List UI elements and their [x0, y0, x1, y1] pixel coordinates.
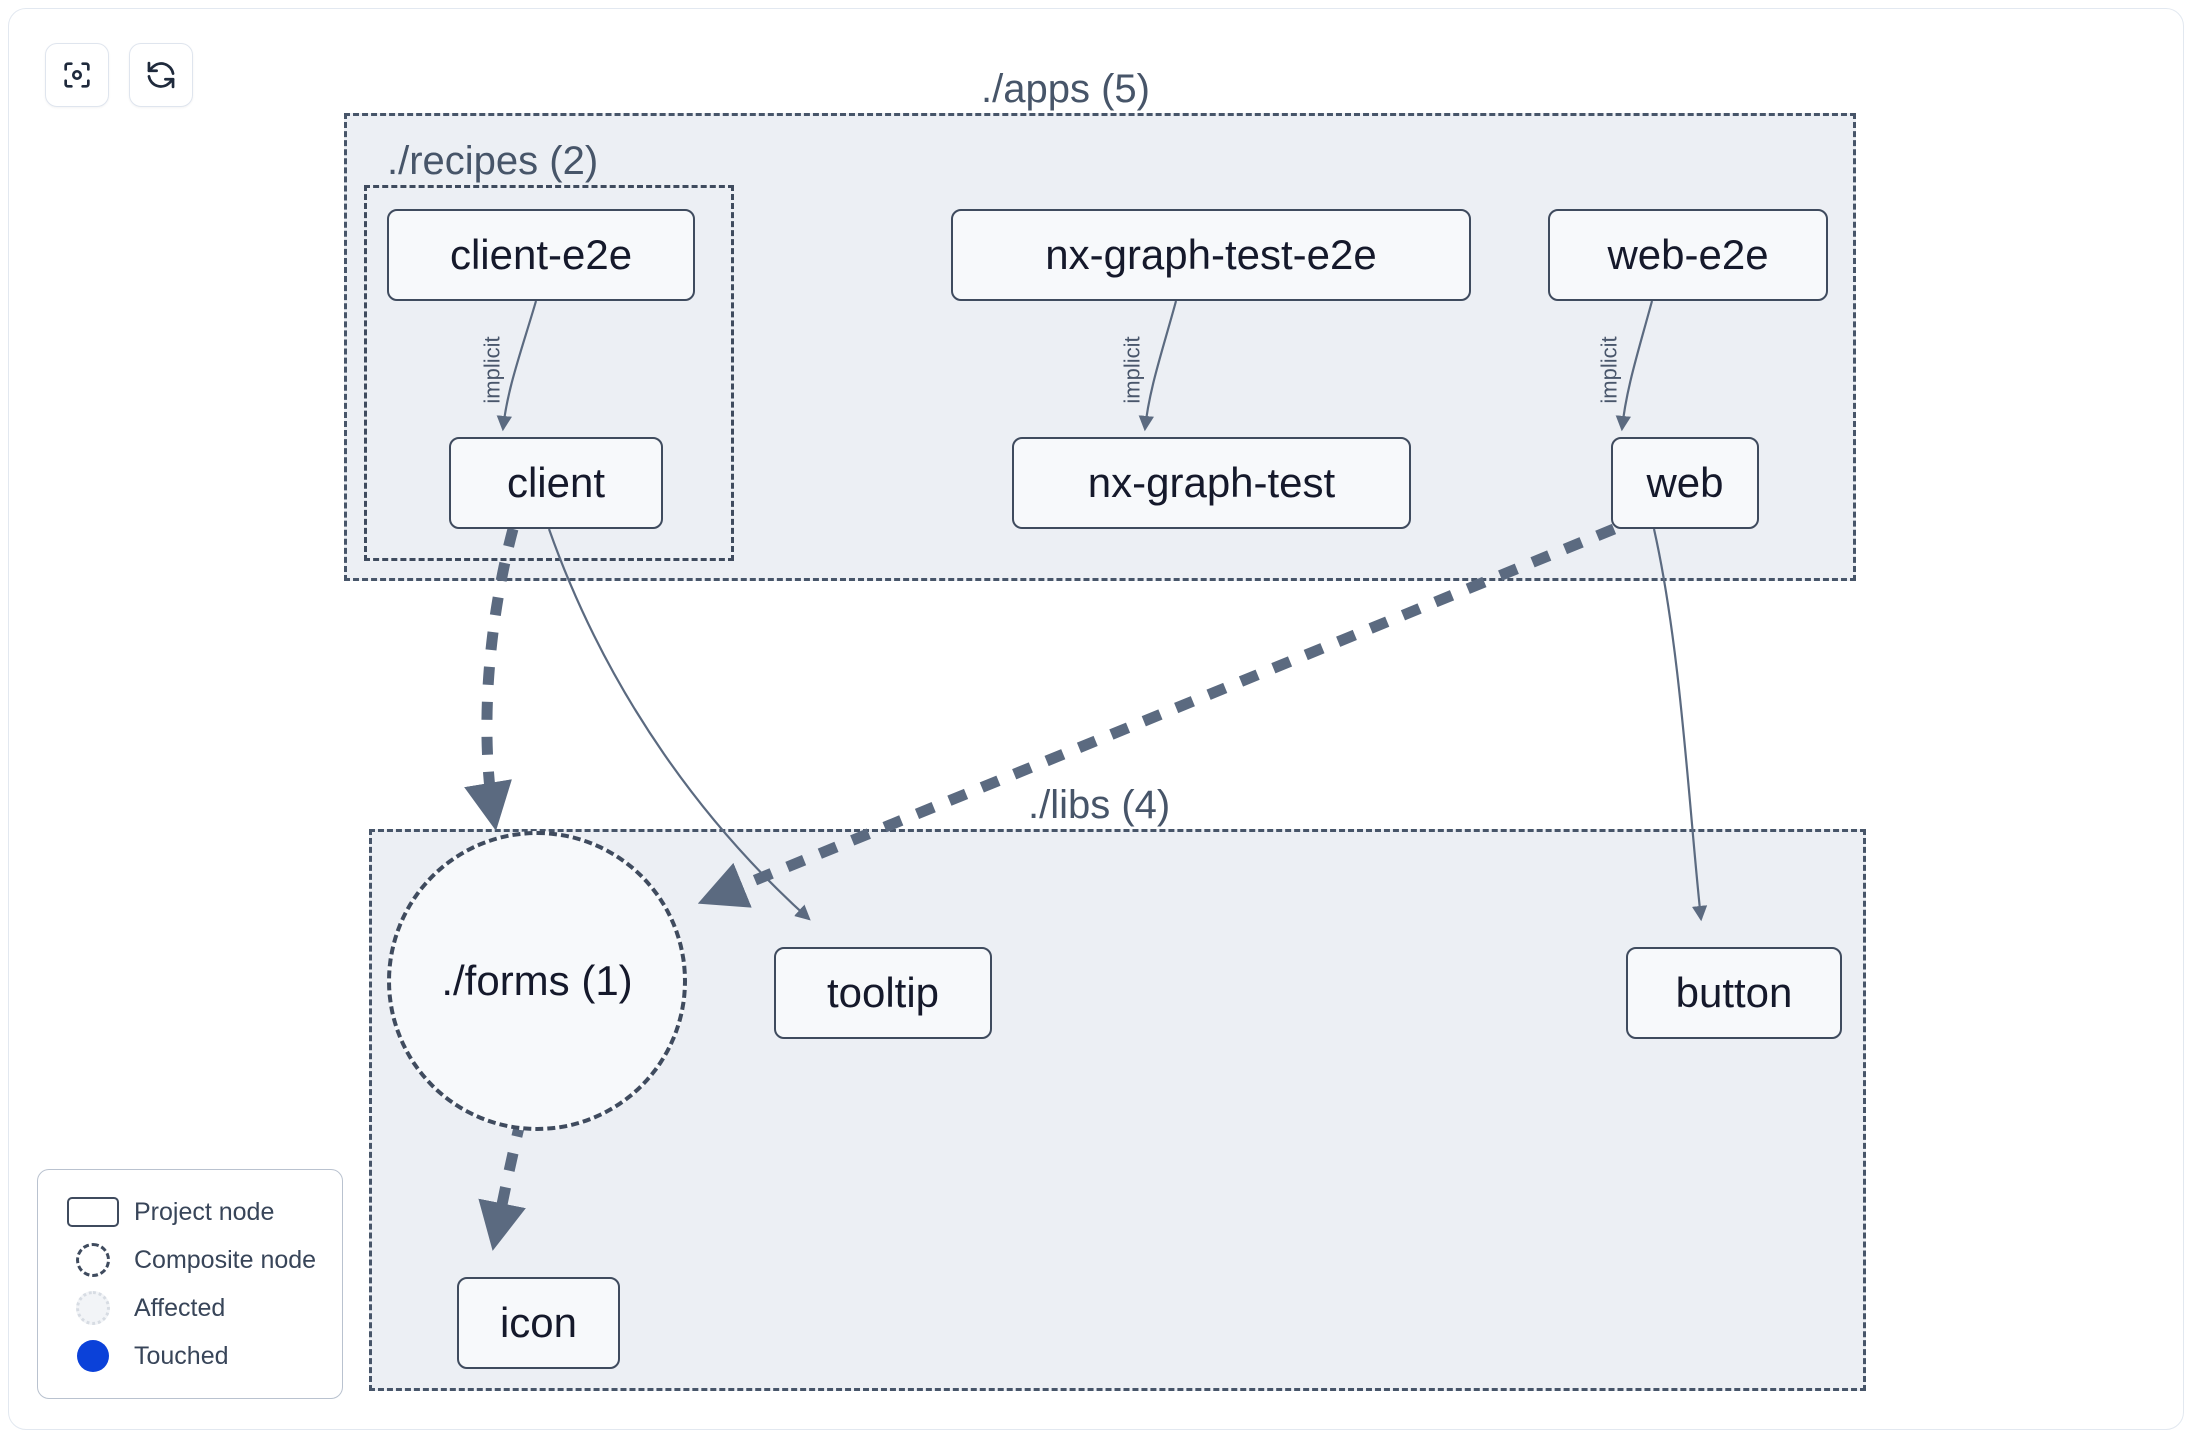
node-button[interactable]: button [1626, 947, 1842, 1039]
refresh-graph-button[interactable] [129, 43, 193, 107]
composite-node-icon [60, 1243, 126, 1277]
project-graph[interactable]: ./apps (5) ./recipes (2) ./libs (4) [9, 9, 2183, 1429]
focus-icon [60, 58, 94, 92]
node-forms[interactable]: ./forms (1) [387, 831, 687, 1131]
node-forms-label: ./forms (1) [441, 957, 633, 1004]
focus-graph-button[interactable] [45, 43, 109, 107]
refresh-icon [144, 58, 178, 92]
node-tooltip-label: tooltip [826, 969, 940, 1016]
group-recipes-label: ./recipes (2) [381, 141, 605, 181]
group-apps-label: ./apps (5) [969, 69, 1162, 109]
legend-label-touched: Touched [134, 1341, 229, 1370]
node-web-e2e-label: web-e2e [1607, 231, 1769, 278]
legend-label-project-node: Project node [134, 1197, 275, 1226]
node-web-e2e[interactable]: web-e2e [1548, 209, 1828, 301]
node-icon[interactable]: icon [457, 1277, 620, 1369]
node-client-label: client [506, 459, 606, 506]
node-nx-graph-test-label: nx-graph-test [1087, 459, 1336, 506]
legend-label-composite-node: Composite node [134, 1245, 317, 1274]
node-client[interactable]: client [449, 437, 663, 529]
legend-item-project-node: Project node [60, 1188, 322, 1236]
node-client-e2e-label: client-e2e [449, 231, 633, 278]
legend-item-touched: Touched [60, 1332, 322, 1380]
legend-item-composite-node: Composite node [60, 1236, 322, 1284]
project-node-icon [60, 1197, 126, 1227]
node-nx-graph-test[interactable]: nx-graph-test [1012, 437, 1411, 529]
node-icon-label: icon [499, 1299, 578, 1346]
legend-label-affected: Affected [134, 1293, 226, 1322]
node-web[interactable]: web [1611, 437, 1759, 529]
group-libs-label: ./libs (4) [1016, 785, 1183, 825]
node-web-label: web [1646, 459, 1724, 506]
node-nx-graph-test-e2e-label: nx-graph-test-e2e [1045, 231, 1377, 278]
graph-canvas[interactable]: ./apps (5) ./recipes (2) ./libs (4) [8, 8, 2184, 1430]
node-nx-graph-test-e2e[interactable]: nx-graph-test-e2e [951, 209, 1471, 301]
node-tooltip[interactable]: tooltip [774, 947, 992, 1039]
graph-legend: Project node Composite node Affected Tou… [37, 1169, 343, 1399]
node-button-label: button [1675, 969, 1793, 1016]
legend-item-affected: Affected [60, 1284, 322, 1332]
affected-icon [60, 1291, 126, 1325]
node-client-e2e[interactable]: client-e2e [387, 209, 695, 301]
graph-toolbar [45, 43, 193, 107]
touched-icon [60, 1340, 126, 1372]
